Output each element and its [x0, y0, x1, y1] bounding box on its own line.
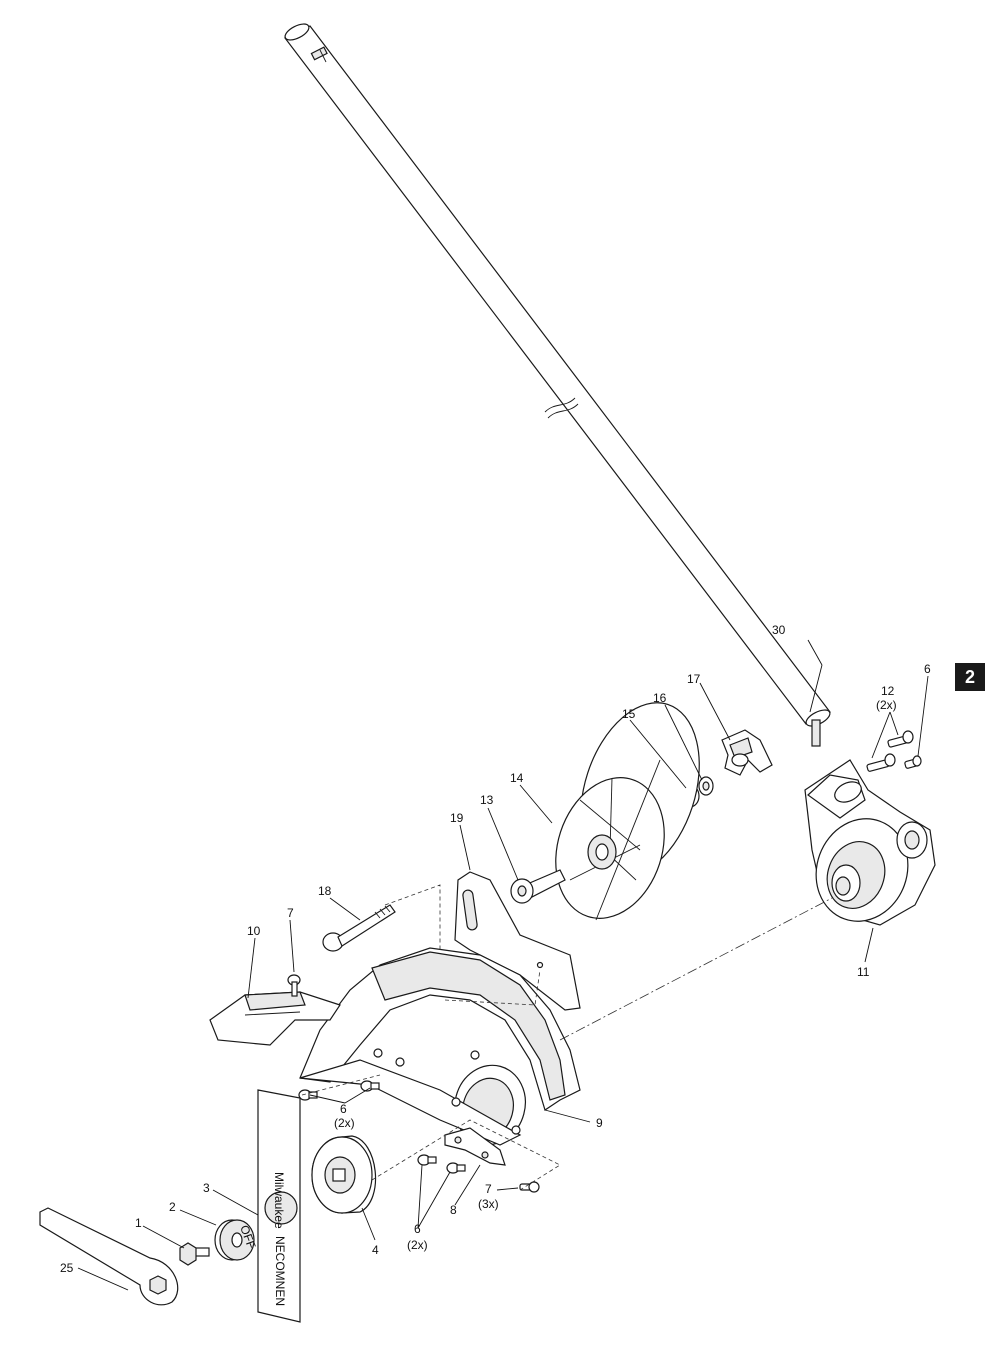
assembly-guide-lines: [301, 884, 833, 1191]
washer-part-2: OFF: [214, 1219, 259, 1261]
guard-part-9: [299, 947, 581, 1146]
screw-part-6-top: [904, 755, 922, 769]
label-10: 10: [247, 924, 261, 938]
label-14: 14: [510, 771, 524, 785]
gearbox-housing-part-11: [804, 759, 936, 926]
label-12-qty: (2x): [876, 698, 897, 712]
label-2: 2: [169, 1200, 176, 1214]
label-18: 18: [318, 884, 332, 898]
label-12: 12: [881, 684, 895, 698]
label-9: 9: [596, 1116, 603, 1130]
label-19: 19: [450, 811, 464, 825]
washer-part-16: [698, 776, 714, 796]
clamp-part-8: [444, 1127, 506, 1166]
label-17: 17: [687, 672, 701, 686]
blade-brand-text: Milwaukee: [272, 1172, 286, 1229]
wrench-part-25: [39, 1207, 179, 1306]
foot-plate-part-10: [209, 991, 341, 1046]
label-6-lower: 6: [414, 1222, 421, 1236]
screws-part-6-upper: [298, 1080, 380, 1101]
label-16: 16: [653, 691, 667, 705]
label-6-top: 6: [924, 662, 931, 676]
part-labels: 30 12 (2x) 6 17 16 15 14 13 19 18 7 10 1…: [60, 623, 931, 1275]
bracket-part-19: [454, 871, 581, 1011]
label-7-lower: 7: [485, 1182, 492, 1196]
bolt-part-18: [322, 904, 396, 952]
screw-part-7-lower: [519, 1181, 540, 1193]
wheel-part-14: [555, 702, 700, 921]
label-7-top: 7: [287, 906, 294, 920]
screw-part-12: [866, 730, 914, 772]
axle-spacer-part-13: [510, 869, 566, 904]
label-11: 11: [857, 965, 870, 979]
screws-part-6-lower: [417, 1154, 466, 1174]
leader-lines: [77, 639, 929, 1291]
label-30: 30: [772, 623, 786, 637]
blade-code-text: NECOMNEN: [273, 1236, 287, 1306]
label-3: 3: [203, 1181, 210, 1195]
screw-part-7-top: [287, 974, 301, 997]
label-6-upper-qty: (2x): [334, 1116, 355, 1130]
blade-part-3: Milwaukee NECOMNEN: [257, 1089, 301, 1323]
label-6-lower-qty: (2x): [407, 1238, 428, 1252]
label-13: 13: [480, 793, 494, 807]
drive-hub-part-4: [311, 1135, 377, 1214]
label-1: 1: [135, 1216, 142, 1230]
label-25: 25: [60, 1261, 74, 1275]
page-number-tab: 2: [955, 663, 985, 691]
label-4: 4: [372, 1243, 379, 1257]
label-7-lower-qty: (3x): [478, 1197, 499, 1211]
shaft-part-30: [284, 23, 831, 747]
label-6-upper: 6: [340, 1102, 347, 1116]
nut-part-1: [179, 1242, 210, 1266]
label-8: 8: [450, 1203, 457, 1217]
knob-part-17: [721, 729, 773, 776]
label-15: 15: [622, 707, 636, 721]
